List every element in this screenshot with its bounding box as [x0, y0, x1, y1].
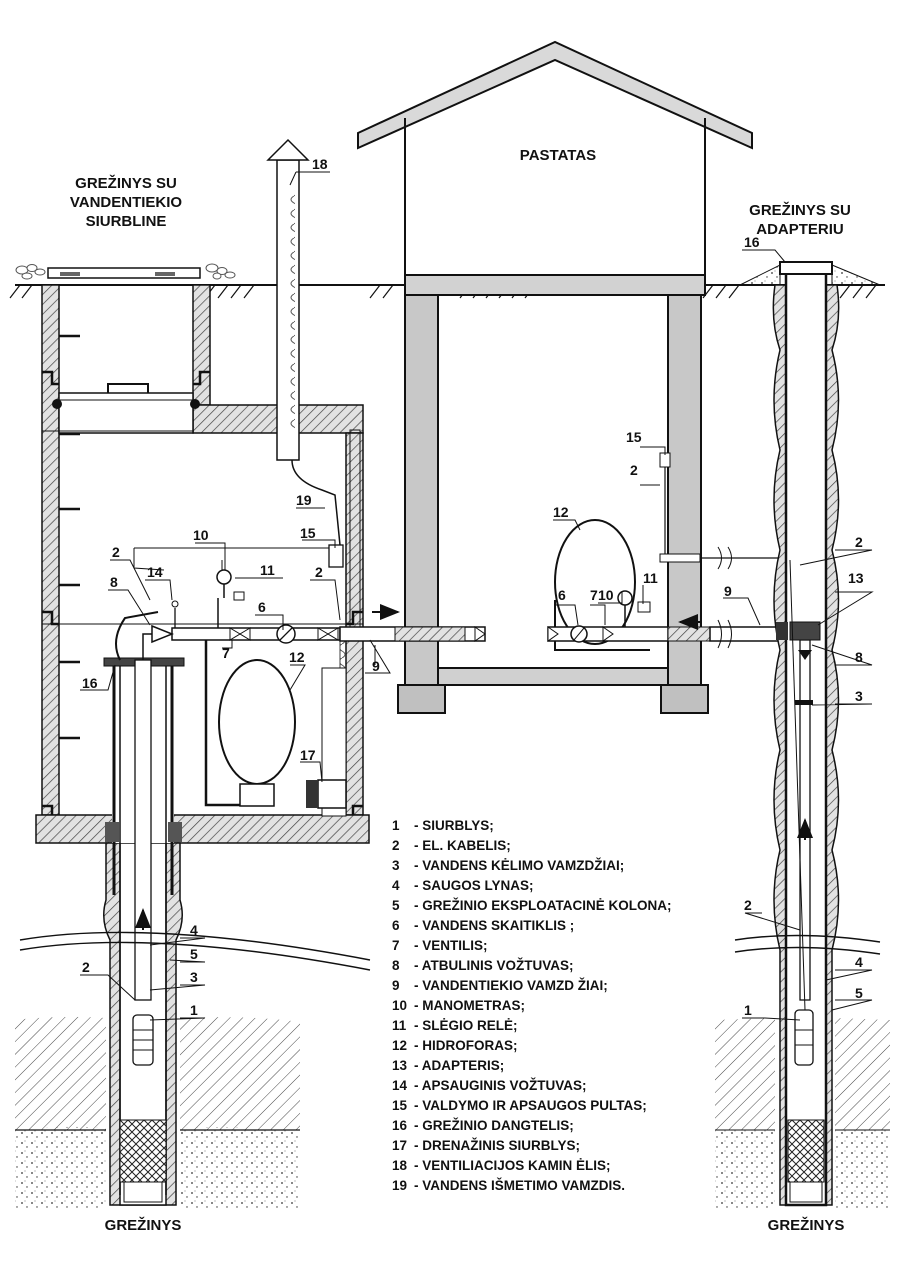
callout-17: 17 [300, 747, 316, 763]
callout-4-left: 4 [190, 922, 198, 938]
legend-text: - GREŽINIO EKSPLOATACINĖ KOLONA; [414, 898, 672, 913]
callout-5-left: 5 [190, 946, 198, 962]
legend-text: - ADAPTERIS; [414, 1058, 504, 1073]
legend-number: 9 [392, 978, 400, 993]
callout-11-left: 11 [260, 562, 275, 578]
legend-text: - HIDROFORAS; [414, 1038, 518, 1053]
legend-number: 8 [392, 958, 400, 973]
callout-14: 14 [147, 564, 163, 580]
callout-2-right-low: 2 [744, 897, 752, 913]
callout-7-right: 7 [590, 587, 598, 603]
legend-number: 2 [392, 838, 400, 853]
legend-number: 14 [392, 1078, 408, 1093]
legend-number: 4 [392, 878, 400, 893]
legend-number: 17 [392, 1138, 407, 1153]
callout-9-left: 9 [372, 658, 380, 674]
callout-12-right: 12 [553, 504, 569, 520]
callout-15-right: 15 [626, 429, 642, 445]
right-soil-layers [715, 1018, 890, 1210]
callout-16-right: 16 [744, 234, 760, 250]
callout-7-left: 7 [222, 645, 230, 661]
left-title-line-1: GREŽINYS SU [75, 174, 177, 192]
water-main-left [339, 604, 486, 665]
legend-text: - VANDENTIEKIO VAMZD ŽIAI; [414, 978, 608, 993]
legend-number: 6 [392, 918, 400, 933]
callout-15-left: 15 [300, 525, 316, 541]
callout-5-right: 5 [855, 985, 863, 1001]
legend-number: 7 [392, 938, 400, 953]
legend-text: - SLĖGIO RELĖ; [414, 1018, 518, 1033]
legend-number: 3 [392, 858, 400, 873]
callout-19: 19 [296, 492, 312, 508]
legend-text: - VANDENS IŠMETIMO VAMZDIS. [414, 1178, 625, 1193]
bottom-left-title: GREŽINYS [105, 1216, 182, 1234]
legend-number: 12 [392, 1038, 407, 1053]
pump-chamber [15, 263, 370, 844]
callout-13: 13 [848, 570, 864, 586]
legend-number: 16 [392, 1118, 408, 1133]
callout-1-left: 1 [190, 1002, 198, 1018]
legend-text: - VENTILIACIJOS KAMIN ĖLIS; [414, 1158, 611, 1173]
callout-numbers: 18 19 15 10 11 2 14 8 2 6 7 12 16 9 17 4… [82, 156, 864, 1018]
legend-text: - VENTILIS; [414, 938, 488, 953]
callout-6-left: 6 [258, 599, 266, 615]
callout-8-right: 8 [855, 649, 863, 665]
legend-text: - MANOMETRAS; [414, 998, 525, 1013]
callout-6-right: 6 [558, 587, 566, 603]
legend-text: - VANDENS KĖLIMO VAMZDŽIAI; [414, 858, 624, 873]
right-title-line-1: GREŽINYS SU [749, 201, 851, 219]
drain-pipe [291, 459, 341, 546]
ventilation-chimney [266, 138, 310, 461]
legend-number: 15 [392, 1098, 408, 1113]
legend-text: - EL. KABELIS; [414, 838, 511, 853]
leader-lines [80, 171, 874, 1021]
callout-11-right: 11 [643, 570, 658, 586]
legend-text: - VALDYMO IR APSAUGOS PULTAS; [414, 1098, 647, 1113]
callout-3-left: 3 [190, 969, 198, 985]
legend-number: 10 [392, 998, 407, 1013]
legend-number: 5 [392, 898, 400, 913]
chamber-piping [115, 544, 347, 817]
callout-1-right: 1 [744, 1002, 752, 1018]
callout-8-left: 8 [110, 574, 118, 590]
callout-12-left: 12 [289, 649, 305, 665]
legend-text: - SIURBLYS; [414, 818, 494, 833]
legend-number: 13 [392, 1058, 408, 1073]
callout-10-right: 10 [598, 587, 614, 603]
right-title-line-2: ADAPTERIU [756, 221, 844, 238]
right-well [734, 261, 881, 1207]
legend-number: 18 [392, 1158, 408, 1173]
callout-10-left: 10 [193, 527, 209, 543]
legend: 1 - SIURBLYS; 2 - EL. KABELIS; 3 - VANDENS KĖ… [392, 818, 672, 1193]
building [357, 40, 753, 714]
bottom-right-title: GREŽINYS [768, 1216, 845, 1234]
callout-9-right: 9 [724, 583, 732, 599]
legend-text: - ATBULINIS VOŽTUVAS; [414, 958, 574, 973]
legend-text: - APSAUGINIS VOŽTUVAS; [414, 1078, 587, 1093]
left-well [19, 657, 371, 1206]
callout-4-right: 4 [855, 954, 863, 970]
titles: GREŽINYS SU VANDENTIEKIO SIURBLINE GREŽI… [70, 147, 851, 1234]
legend-text: - DRENAŽINIS SIURBLYS; [414, 1138, 580, 1153]
callout-2-left-top: 2 [112, 544, 120, 560]
legend-number: 19 [392, 1178, 407, 1193]
legend-number: 1 [392, 818, 400, 833]
callout-2-left-low: 2 [82, 959, 90, 975]
left-soil-layers [15, 1016, 300, 1210]
left-title-line-3: SIURBLINE [86, 213, 167, 230]
callout-2-left-mid: 2 [315, 564, 323, 580]
building-title: PASTATAS [520, 147, 596, 164]
callout-3-right: 3 [855, 688, 863, 704]
callout-18: 18 [312, 156, 328, 172]
legend-text: - GREŽINIO DANGTELIS; [414, 1118, 574, 1133]
callout-2-right-top: 2 [855, 534, 863, 550]
legend-text: - VANDENS SKAITIKLIS ; [414, 918, 574, 933]
building-equipment [547, 452, 790, 651]
legend-number: 11 [392, 1018, 407, 1033]
legend-text: - SAUGOS LYNAS; [414, 878, 534, 893]
callout-2-building: 2 [630, 462, 638, 478]
callout-16-left: 16 [82, 675, 98, 691]
left-title-line-2: VANDENTIEKIO [70, 194, 183, 211]
